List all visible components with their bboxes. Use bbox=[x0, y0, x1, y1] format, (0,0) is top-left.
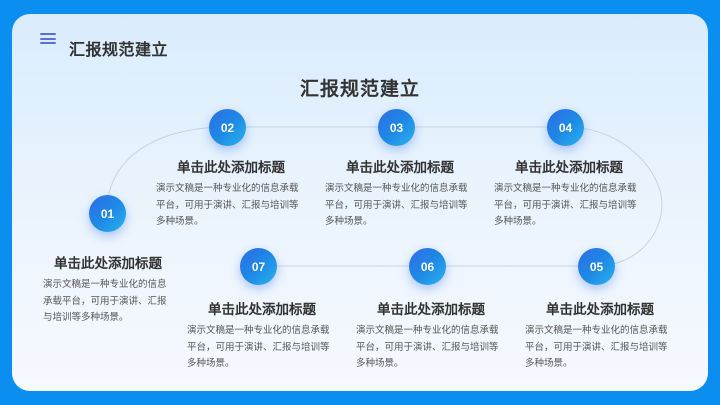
step-title[interactable]: 单击此处添加标题 bbox=[377, 302, 485, 318]
step-desc[interactable]: 演示文稿是一种专业化的信息承载平台，可用于演讲、汇报与培训等多种场景。 bbox=[356, 325, 499, 369]
step-desc[interactable]: 演示文稿是一种专业化的信息承载平台，可用于演讲、汇报与培训等多种场景。 bbox=[43, 279, 167, 323]
step-desc[interactable]: 演示文稿是一种专业化的信息承载平台，可用于演讲、汇报与培训等多种场景。 bbox=[494, 183, 637, 227]
step-item-05: 单击此处添加标题 演示文稿是一种专业化的信息承载平台，可用于演讲、汇报与培训等多… bbox=[525, 298, 675, 373]
step-desc[interactable]: 演示文稿是一种专业化的信息承载平台，可用于演讲、汇报与培训等多种场景。 bbox=[325, 183, 468, 227]
step-node-04: 04 bbox=[547, 109, 584, 146]
step-item-07: 单击此处添加标题 演示文稿是一种专业化的信息承载平台，可用于演讲、汇报与培训等多… bbox=[187, 298, 337, 373]
step-node-01: 01 bbox=[89, 195, 126, 232]
step-node-06: 06 bbox=[409, 248, 446, 285]
step-node-02: 02 bbox=[209, 109, 246, 146]
step-node-07: 07 bbox=[240, 248, 277, 285]
step-title[interactable]: 单击此处添加标题 bbox=[346, 160, 454, 176]
header-title: 汇报规范建立 bbox=[69, 40, 169, 59]
step-title[interactable]: 单击此处添加标题 bbox=[546, 302, 654, 318]
step-node-05: 05 bbox=[578, 248, 615, 285]
step-node-03: 03 bbox=[378, 109, 415, 146]
step-item-03: 单击此处添加标题 演示文稿是一种专业化的信息承载平台，可用于演讲、汇报与培训等多… bbox=[325, 156, 475, 231]
step-title[interactable]: 单击此处添加标题 bbox=[54, 256, 162, 272]
slide-card: 汇报规范建立 汇报规范建立 01 02 03 04 05 06 07 单击此处添… bbox=[12, 14, 708, 391]
step-title[interactable]: 单击此处添加标题 bbox=[177, 160, 285, 176]
step-item-06: 单击此处添加标题 演示文稿是一种专业化的信息承载平台，可用于演讲、汇报与培训等多… bbox=[356, 298, 506, 373]
step-desc[interactable]: 演示文稿是一种专业化的信息承载平台，可用于演讲、汇报与培训等多种场景。 bbox=[187, 325, 330, 369]
step-item-04: 单击此处添加标题 演示文稿是一种专业化的信息承载平台，可用于演讲、汇报与培训等多… bbox=[494, 156, 644, 231]
step-desc[interactable]: 演示文稿是一种专业化的信息承载平台，可用于演讲、汇报与培训等多种场景。 bbox=[156, 183, 299, 227]
step-title[interactable]: 单击此处添加标题 bbox=[208, 302, 316, 318]
page-title: 汇报规范建立 bbox=[299, 78, 420, 100]
hamburger-icon[interactable] bbox=[40, 33, 56, 44]
step-desc[interactable]: 演示文稿是一种专业化的信息承载平台，可用于演讲、汇报与培训等多种场景。 bbox=[525, 325, 668, 369]
step-item-01: 单击此处添加标题 演示文稿是一种专业化的信息承载平台，可用于演讲、汇报与培训等多… bbox=[43, 252, 173, 327]
step-item-02: 单击此处添加标题 演示文稿是一种专业化的信息承载平台，可用于演讲、汇报与培训等多… bbox=[156, 156, 306, 231]
step-title[interactable]: 单击此处添加标题 bbox=[515, 160, 623, 176]
